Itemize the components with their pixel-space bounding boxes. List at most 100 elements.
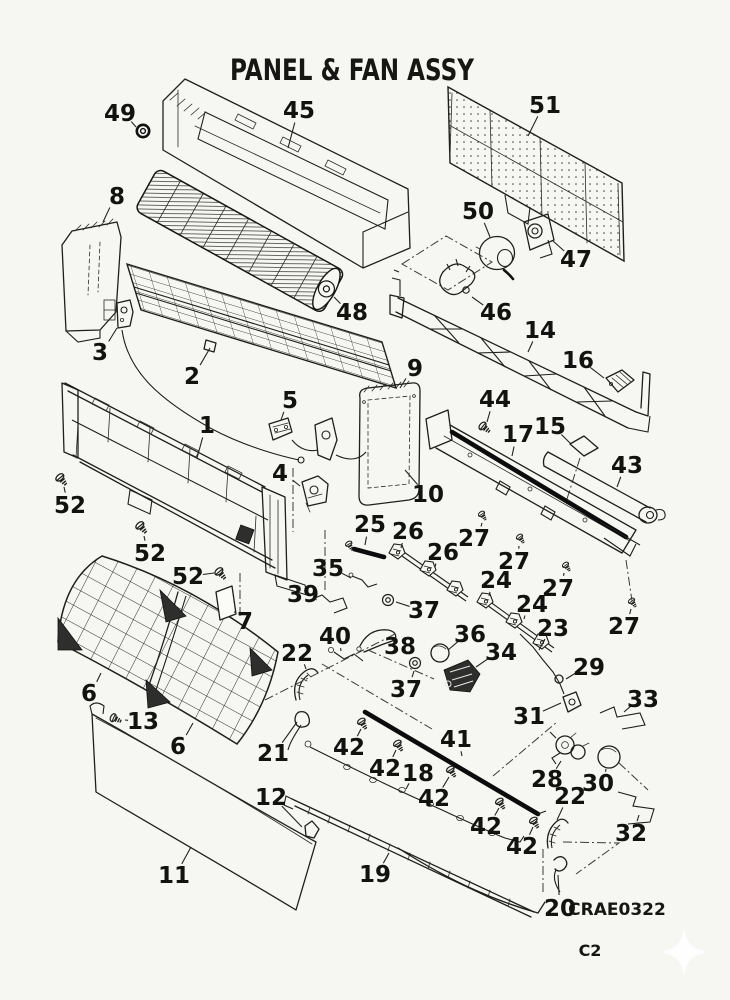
part-25-rod (344, 539, 387, 560)
part-24-louver-links (476, 592, 555, 653)
part-33-wire (599, 706, 646, 730)
leader-line-29 (565, 672, 576, 680)
leader-line-50 (483, 222, 491, 238)
part-label-14: 14 (524, 318, 556, 344)
part-label-33: 33 (627, 687, 659, 713)
part-label-19: 19 (359, 862, 391, 888)
part-label-16: 16 (562, 348, 594, 374)
part-27-screw (476, 509, 489, 522)
leader-line-52 (202, 572, 215, 576)
part-52-screw (212, 565, 229, 582)
leader-line-16 (589, 366, 605, 379)
leader-line-48 (333, 296, 341, 305)
part-label-42: 42 (470, 814, 502, 840)
part-label-2: 2 (184, 364, 200, 390)
leader-line-6 (185, 722, 194, 736)
centerline (321, 663, 433, 730)
part-label-48: 48 (336, 300, 368, 326)
part-label-26: 26 (427, 540, 459, 566)
part-label-27: 27 (498, 549, 530, 575)
leader-line-42 (494, 807, 500, 816)
part-label-15: 15 (534, 414, 566, 440)
leader-line-41 (460, 751, 463, 757)
part-label-42: 42 (369, 756, 401, 782)
part-4-limit-switch (292, 468, 329, 532)
part-18-connecting-rod (304, 740, 525, 843)
leader-line-26 (434, 563, 437, 568)
part-31-bracket (562, 691, 582, 713)
part-label-31: 31 (513, 704, 545, 730)
centerline (264, 633, 396, 701)
part-11-front-panel (89, 702, 317, 911)
leader-line-52 (63, 486, 66, 493)
part-30-cap (597, 745, 649, 791)
part-label-18: 18 (402, 761, 434, 787)
part-17-body-bar (425, 409, 641, 557)
leader-line-22 (303, 664, 307, 670)
part-52-screw (133, 519, 150, 536)
part-label-42: 42 (506, 834, 538, 860)
part-label-17: 17 (502, 422, 534, 448)
centerline (625, 559, 633, 602)
part-22-arc-clip (546, 818, 569, 849)
part-50-motor (401, 235, 516, 291)
leader-line-15 (561, 434, 572, 445)
part-label-50: 50 (462, 199, 494, 225)
leader-line-2 (199, 347, 211, 366)
leader-line-28 (555, 760, 562, 770)
part-46-bearing-fork (439, 258, 476, 296)
part-44-screw (476, 420, 493, 436)
part-label-37: 37 (390, 677, 422, 703)
part-label-22: 22 (281, 641, 313, 667)
part-label-3: 3 (92, 340, 108, 366)
part-label-52: 52 (172, 564, 204, 590)
part-21-clip (287, 710, 311, 751)
part-label-7: 7 (237, 609, 253, 635)
centerline (492, 721, 558, 777)
part-14-rail (389, 269, 651, 433)
part-7-tag (215, 573, 241, 621)
part-label-35: 35 (312, 556, 344, 582)
part-label-49: 49 (104, 101, 136, 127)
part-23-rod (519, 633, 565, 695)
leader-line-6 (96, 672, 102, 683)
part-label-36: 36 (454, 622, 486, 648)
part-2-grille (125, 262, 398, 390)
part-12-clip (304, 820, 320, 839)
part-label-20: 20 (544, 896, 576, 922)
diagram-title: PANEL & FAN ASSY (230, 53, 475, 87)
part-label-45: 45 (283, 98, 315, 124)
part-label-41: 41 (440, 727, 472, 753)
leader-line-14 (527, 341, 534, 353)
part-42-screw (391, 738, 406, 754)
leader-line-49 (130, 121, 137, 128)
leader-line-37 (411, 670, 415, 678)
part-label-29: 29 (573, 655, 605, 681)
part-36-ring (430, 643, 450, 663)
part-45-top-frame (162, 78, 411, 269)
leader-line-43 (616, 476, 622, 488)
part-label-10: 10 (412, 482, 444, 508)
leader-line-17 (511, 446, 515, 457)
part-51-rear-plate (447, 85, 625, 263)
part-label-9: 9 (407, 356, 423, 382)
drawing-code: CRAE0322 (568, 900, 666, 920)
part-42-screw (355, 716, 370, 732)
part-label-24: 24 (480, 568, 512, 594)
part-29-bead (554, 674, 564, 684)
part-41-seal-bar (362, 709, 547, 817)
leader-line-3 (108, 327, 118, 342)
leader-line-22 (556, 807, 564, 821)
part-47-motor-bracket (523, 213, 555, 259)
part-15-plate (565, 435, 599, 503)
part-label-37: 37 (408, 598, 440, 624)
leader-line-25 (364, 536, 368, 546)
part-9-side-panel (358, 380, 421, 506)
leader-line-52 (143, 535, 146, 541)
leader-line-18 (405, 783, 410, 790)
part-40-wire (327, 647, 364, 662)
leader-line-42 (442, 776, 450, 788)
